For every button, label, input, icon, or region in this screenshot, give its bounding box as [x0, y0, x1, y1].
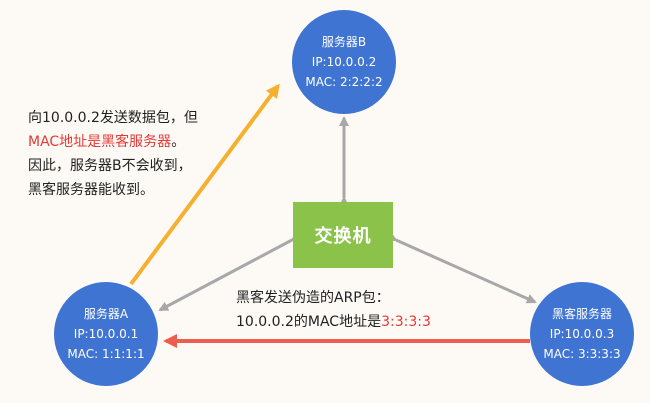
- link-switch-hacker: [386, 232, 537, 304]
- server-b-node: 服务器B IP:10.0.0.2 MAC: 2:2:2:2: [292, 10, 396, 114]
- send-note-line-4: 黑客服务器能收到。: [28, 182, 154, 198]
- send-note-line-1: 向10.0.0.2发送数据包，但: [28, 110, 198, 126]
- hacker-mac: MAC: 3:3:3:3: [543, 347, 621, 361]
- hacker-ip: IP:10.0.0.3: [549, 327, 615, 341]
- arp-note-highlight: 3:3:3:3: [381, 314, 431, 330]
- arp-note-line-1: 黑客发送伪造的ARP包：: [236, 290, 390, 306]
- send-arrow: [129, 83, 280, 286]
- switch-node: 交换机: [293, 202, 393, 268]
- server-a-node: 服务器A IP:10.0.0.1 MAC: 1:1:1:1: [54, 282, 158, 386]
- server-a-mac: MAC: 1:1:1:1: [67, 347, 145, 361]
- arp-note-line-2: 10.0.0.2的MAC地址是3:3:3:3: [236, 310, 496, 334]
- send-note-line-2-tail: 。: [171, 134, 186, 150]
- link-switch-a: [158, 231, 302, 312]
- arp-explanation: 黑客发送伪造的ARP包： 10.0.0.2的MAC地址是3:3:3:3: [236, 286, 496, 334]
- switch-label: 交换机: [314, 226, 372, 247]
- server-a-ip: IP:10.0.0.1: [73, 327, 139, 341]
- server-b-ip: IP:10.0.0.2: [311, 55, 377, 69]
- send-explanation: 向10.0.0.2发送数据包，但 MAC地址是黑客服务器。 因此，服务器B不会收…: [28, 106, 238, 202]
- hacker-server-node: 黑客服务器 IP:10.0.0.3 MAC: 3:3:3:3: [530, 282, 634, 386]
- send-note-line-3: 因此，服务器B不会收到，: [28, 158, 192, 174]
- server-a-name: 服务器A: [83, 307, 129, 321]
- server-b-name: 服务器B: [321, 35, 367, 49]
- send-note-line-2: MAC地址是黑客服务器。: [28, 130, 238, 154]
- send-note-highlight: MAC地址是黑客服务器: [28, 134, 172, 150]
- server-b-mac: MAC: 2:2:2:2: [305, 75, 383, 89]
- hacker-name: 黑客服务器: [551, 307, 612, 321]
- arp-note-line-2-text: 10.0.0.2的MAC地址是: [236, 314, 382, 330]
